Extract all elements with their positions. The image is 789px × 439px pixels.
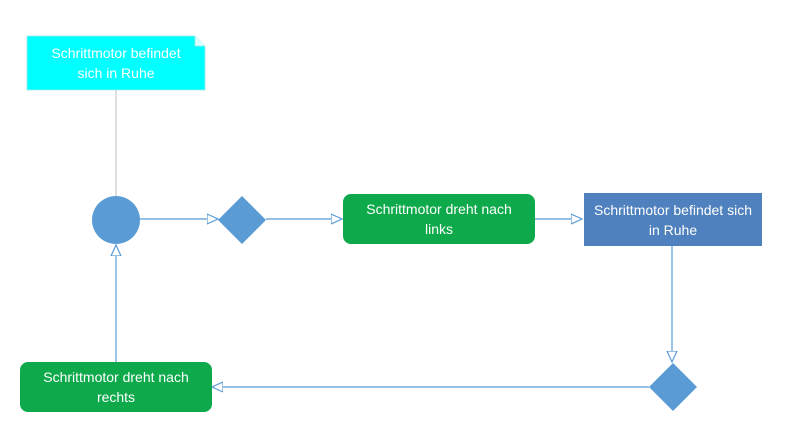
- action-rechts-label: Schrittmotor dreht nach rechts: [43, 369, 189, 405]
- decision-node-2: [649, 363, 697, 411]
- initial-node: [92, 196, 140, 244]
- action-links-shape: [343, 194, 535, 244]
- state-rest-label: Schrittmotor befindet sich in Ruhe: [594, 201, 752, 238]
- note-shape: [26, 35, 206, 91]
- action-links-label: Schrittmotor dreht nach links: [366, 201, 512, 237]
- note-label: Schrittmotor befindet sich in Ruhe: [51, 45, 181, 81]
- decision-node-1: [218, 196, 266, 244]
- state-rest-shape: [584, 193, 762, 246]
- action-rechts-shape: [20, 362, 212, 412]
